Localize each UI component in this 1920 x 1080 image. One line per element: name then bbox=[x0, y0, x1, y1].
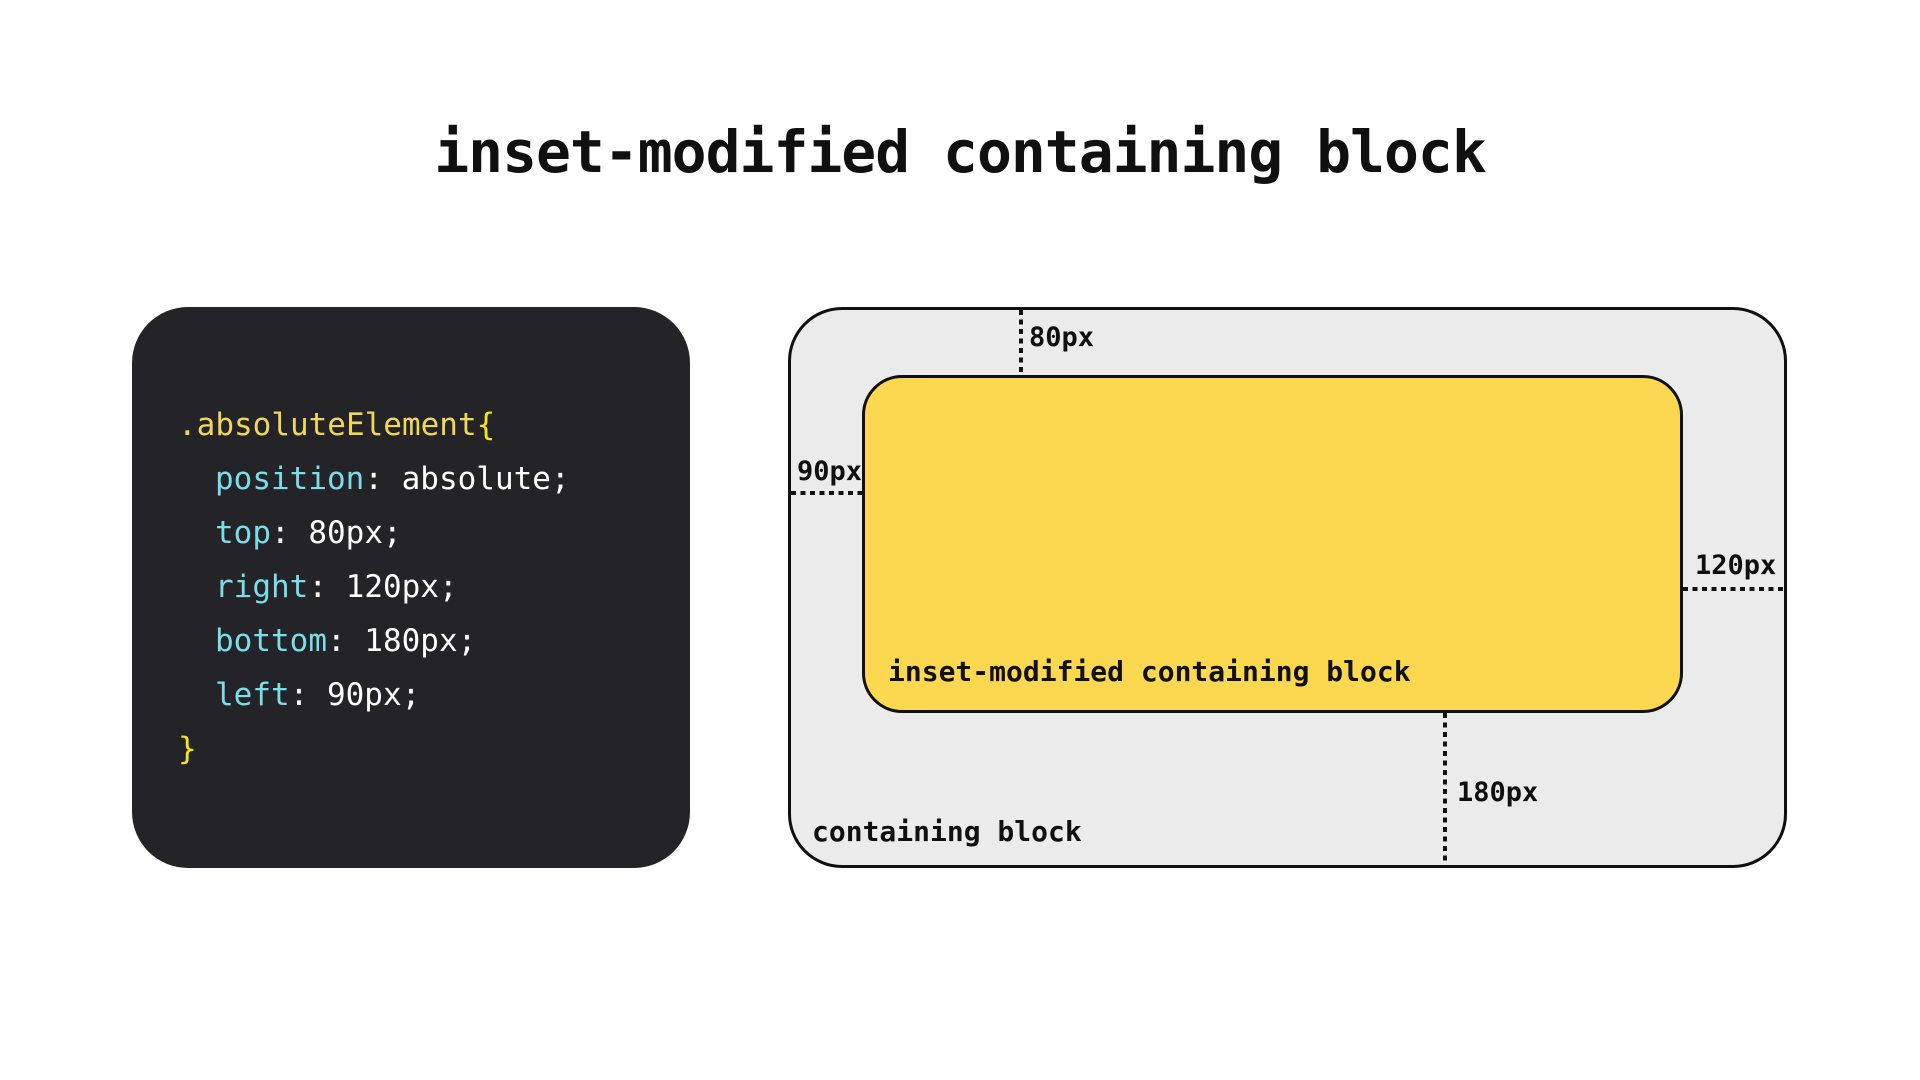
inset-top-dotted-line bbox=[1019, 310, 1023, 375]
close-brace: } bbox=[178, 731, 197, 767]
css-value-left: : 90px; bbox=[289, 677, 421, 713]
page-title: inset-modified containing block bbox=[434, 118, 1487, 186]
css-property-left: left bbox=[215, 677, 290, 713]
css-code-card: .absoluteElement{ position: absolute; to… bbox=[132, 307, 690, 868]
code-line-position: position: absolute; bbox=[178, 452, 672, 506]
inset-bottom-dotted-line bbox=[1443, 713, 1447, 865]
containing-block: 80px 90px 120px 180px inset-modified con… bbox=[788, 307, 1787, 868]
inset-top-label: 80px bbox=[1029, 322, 1095, 353]
css-selector: .absoluteElement bbox=[178, 407, 477, 443]
css-value-position: : absolute; bbox=[364, 461, 570, 497]
css-property-right: right bbox=[215, 569, 309, 605]
code-line-right: right: 120px; bbox=[178, 560, 672, 614]
inset-left-label: 90px bbox=[797, 456, 863, 487]
inset-bottom-label: 180px bbox=[1457, 777, 1539, 808]
css-value-right: : 120px; bbox=[308, 569, 458, 605]
inset-right-dotted-line bbox=[1683, 587, 1784, 591]
code-line-close: } bbox=[178, 722, 672, 776]
code-line-bottom: bottom: 180px; bbox=[178, 614, 672, 668]
css-property-top: top bbox=[215, 515, 271, 551]
code-line-left: left: 90px; bbox=[178, 668, 672, 722]
inset-modified-containing-block: inset-modified containing block bbox=[862, 375, 1683, 713]
code-line-selector: .absoluteElement{ bbox=[178, 398, 672, 452]
containing-block-label: containing block bbox=[812, 815, 1082, 848]
css-value-bottom: : 180px; bbox=[326, 623, 477, 659]
css-property-position: position bbox=[215, 461, 365, 497]
css-property-bottom: bottom bbox=[215, 623, 327, 659]
inset-modified-containing-block-label: inset-modified containing block bbox=[888, 655, 1411, 688]
inset-right-label: 120px bbox=[1695, 550, 1777, 581]
css-value-top: : 80px; bbox=[271, 515, 402, 551]
open-brace: { bbox=[476, 407, 496, 443]
inset-left-dotted-line bbox=[791, 491, 862, 495]
code-line-top: top: 80px; bbox=[178, 506, 672, 560]
